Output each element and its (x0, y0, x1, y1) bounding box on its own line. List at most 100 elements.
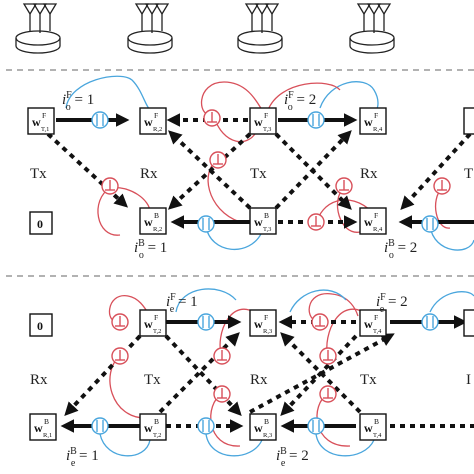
zone-label: Tx (144, 372, 161, 388)
isolator-perp-icon (319, 347, 337, 365)
svg-text:F: F (154, 313, 158, 322)
svg-text:T,4: T,4 (373, 432, 382, 439)
node-top-t3-b: w B T,3 (249, 207, 277, 235)
isolator-parallel-icon (197, 313, 215, 331)
zone-label: T (464, 166, 473, 182)
node-top-edge (463, 107, 474, 135)
svg-text:T,1: T,1 (41, 126, 49, 133)
svg-text:w: w (32, 115, 41, 129)
isolator-perp-icon (209, 151, 227, 169)
svg-text:w: w (144, 215, 153, 229)
node-bot-t4-b: w B T,4 (359, 413, 387, 441)
isolator-parallel-icon (307, 111, 325, 129)
node-bot-t2-b: w B T,2 (139, 413, 167, 441)
svg-text:w: w (144, 421, 153, 435)
antenna-station-4 (349, 3, 395, 54)
node-bot-t2-f: w F T,2 (139, 309, 167, 337)
zero-box-top: 0 (29, 211, 53, 235)
svg-text:F: F (264, 111, 268, 120)
isolator-parallel-icon (421, 215, 439, 233)
svg-text:w: w (364, 421, 373, 435)
svg-text:w: w (254, 317, 263, 331)
svg-text:R,3: R,3 (263, 432, 272, 439)
isolator-perp-icon (307, 213, 325, 231)
node-top-r4-f: w F R,4 (359, 107, 387, 135)
svg-text:F: F (374, 313, 378, 322)
svg-text:B: B (154, 211, 159, 220)
svg-text:F: F (374, 211, 378, 220)
svg-text:R,4: R,4 (373, 126, 383, 133)
node-top-t3-f: w F T,3 (249, 107, 277, 135)
isolator-perp-icon (335, 177, 353, 195)
svg-text:B: B (154, 417, 159, 426)
isolator-parallel-icon (197, 215, 215, 233)
zone-label: Rx (250, 372, 268, 388)
antenna-station-1 (15, 3, 61, 54)
svg-text:B: B (264, 417, 269, 426)
zone-label: Rx (30, 372, 48, 388)
node-bot-r3-b: w B R,3 (249, 413, 277, 441)
isolator-parallel-icon (421, 313, 439, 331)
node-bot-r1-b: w B R,1 (29, 413, 57, 441)
isolator-parallel-icon (197, 417, 215, 435)
isolator-parallel-icon (91, 111, 109, 129)
svg-text:F: F (42, 111, 46, 120)
svg-text:T,3: T,3 (263, 226, 271, 233)
node-top-r2-f: w F R,2 (139, 107, 167, 135)
isolator-perp-icon (311, 313, 329, 331)
zone-label: Tx (250, 166, 267, 182)
svg-text:w: w (364, 115, 373, 129)
antenna-station-2 (127, 3, 173, 54)
svg-text:B: B (264, 211, 269, 220)
isolator-perp-icon (111, 347, 129, 365)
zone-label: I (466, 372, 471, 388)
svg-text:F: F (374, 111, 378, 120)
isolator-parallel-icon (91, 417, 109, 435)
svg-text:w: w (254, 215, 263, 229)
svg-text:R,3: R,3 (263, 328, 272, 335)
node-top-t1: w F T,1 (27, 107, 55, 135)
svg-text:w: w (364, 215, 373, 229)
svg-text:B: B (44, 417, 49, 426)
svg-text:w: w (254, 421, 263, 435)
svg-text:w: w (364, 317, 373, 331)
isolator-perp-icon (111, 313, 129, 331)
zone-label: Tx (30, 166, 47, 182)
svg-text:R,2: R,2 (153, 226, 162, 233)
svg-text:B: B (374, 417, 379, 426)
isolator-perp-icon (101, 177, 119, 195)
isolator-perp-icon (433, 177, 451, 195)
bottom-arrows (60, 315, 474, 433)
svg-text:0: 0 (37, 217, 43, 231)
svg-text:R,2: R,2 (153, 126, 162, 133)
zero-box-bottom: 0 (29, 313, 53, 337)
node-bottom-edge (463, 309, 474, 337)
svg-text:0: 0 (37, 319, 43, 333)
isolator-parallel-icon (307, 417, 325, 435)
svg-text:T,2: T,2 (153, 432, 161, 439)
isolator-perp-icon (319, 385, 337, 403)
svg-text:w: w (34, 421, 43, 435)
svg-text:w: w (254, 115, 263, 129)
node-bot-r3-f: w F R,3 (249, 309, 277, 337)
node-top-r4-b: w F R,4 (359, 207, 387, 235)
svg-text:w: w (144, 115, 153, 129)
svg-text:T,3: T,3 (263, 126, 271, 133)
svg-text:w: w (144, 317, 153, 331)
node-bot-t4-f: w F T,4 (359, 309, 387, 337)
svg-text:T,2: T,2 (153, 328, 161, 335)
isolator-perp-icon (213, 347, 231, 365)
svg-text:T,4: T,4 (373, 328, 382, 335)
svg-text:F: F (154, 111, 158, 120)
svg-text:F: F (264, 313, 268, 322)
svg-text:R,4: R,4 (373, 226, 383, 233)
